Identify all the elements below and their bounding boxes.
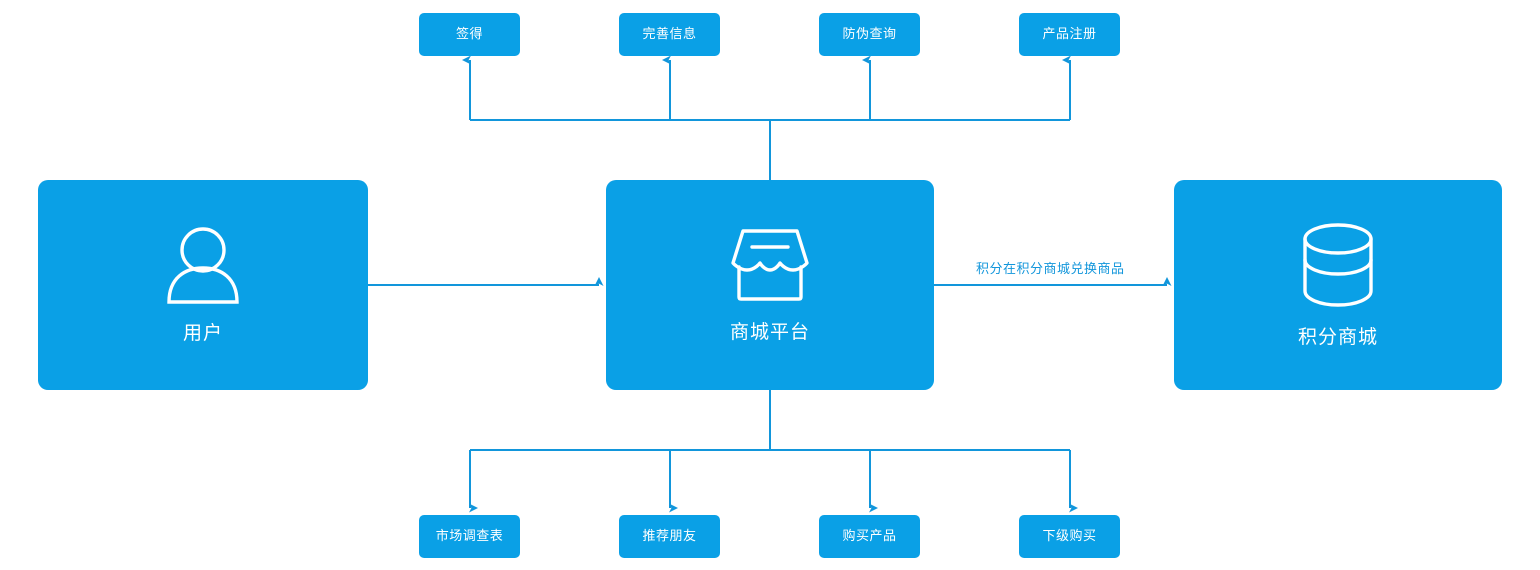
node-platform[interactable]: 商城平台 xyxy=(606,180,934,390)
chip-downline-purchase[interactable]: 下级购买 xyxy=(1019,515,1120,558)
chip-label: 购买产品 xyxy=(842,529,897,544)
chip-recommend-friend[interactable]: 推荐朋友 xyxy=(619,515,720,558)
node-label: 用户 xyxy=(182,321,223,344)
chip-label: 签得 xyxy=(455,27,483,42)
node-label: 商城平台 xyxy=(729,320,810,343)
chip-label: 防伪查询 xyxy=(842,27,897,42)
chip-label: 产品注册 xyxy=(1042,27,1097,42)
chip-product-register[interactable]: 产品注册 xyxy=(1019,13,1120,56)
chip-sign-in[interactable]: 签得 xyxy=(419,13,520,56)
node-user[interactable]: 用户 xyxy=(38,180,368,390)
chip-label: 市场调查表 xyxy=(435,529,504,544)
chip-label: 下级购买 xyxy=(1042,529,1097,544)
chip-label: 完善信息 xyxy=(642,27,697,42)
chip-anti-counterfeit[interactable]: 防伪查询 xyxy=(819,13,920,56)
chip-label: 推荐朋友 xyxy=(642,529,697,544)
edge-label-platform-to-points: 积分在积分商城兑换商品 xyxy=(976,262,1125,277)
user-icon xyxy=(161,226,245,308)
node-points[interactable]: 积分商城 xyxy=(1174,180,1502,390)
database-icon xyxy=(1302,222,1374,312)
store-icon xyxy=(729,227,811,307)
chip-market-survey[interactable]: 市场调查表 xyxy=(419,515,520,558)
chip-complete-info[interactable]: 完善信息 xyxy=(619,13,720,56)
chip-buy-product[interactable]: 购买产品 xyxy=(819,515,920,558)
node-label: 积分商城 xyxy=(1297,325,1378,348)
